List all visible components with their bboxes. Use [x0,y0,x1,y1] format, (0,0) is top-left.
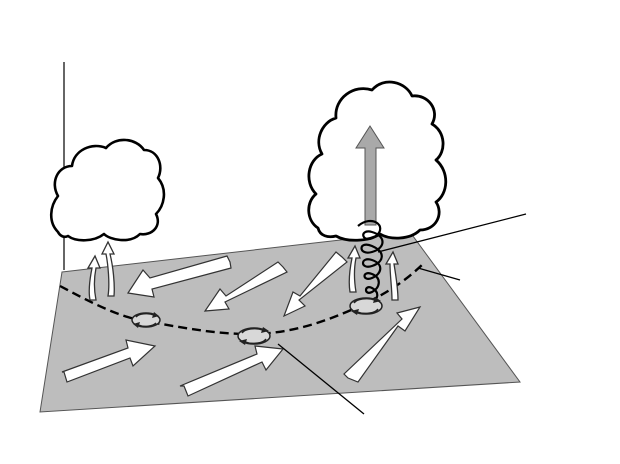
wind-arrow [126,255,232,298]
pointer-lines [277,213,527,415]
upward-flow-arrow [346,244,361,293]
right-cloud [307,80,448,242]
spiral-coil [357,219,384,304]
wind-arrow [61,339,157,383]
wind-arrow [179,345,285,397]
vortex-middle [237,327,271,345]
vortex-right [349,297,383,315]
upward-flow-arrow [384,250,399,301]
updraft-arrow [355,125,385,226]
wind-arrow [203,261,288,312]
upward-flow-arrow [100,240,116,297]
pointer-line [417,267,461,281]
pointer-line [377,213,527,253]
left-cloud [49,138,166,242]
vortex-left [131,312,161,328]
rotating-vortices [131,297,383,345]
ground-plane [39,231,521,413]
wind-arrow [343,306,422,383]
upward-flow-arrows [86,240,399,301]
wind-arrow [282,251,348,318]
pointer-line [277,343,365,415]
surface-wind-arrows [61,251,422,397]
upward-flow-arrow [86,254,101,301]
spiral-vortex [357,219,384,304]
